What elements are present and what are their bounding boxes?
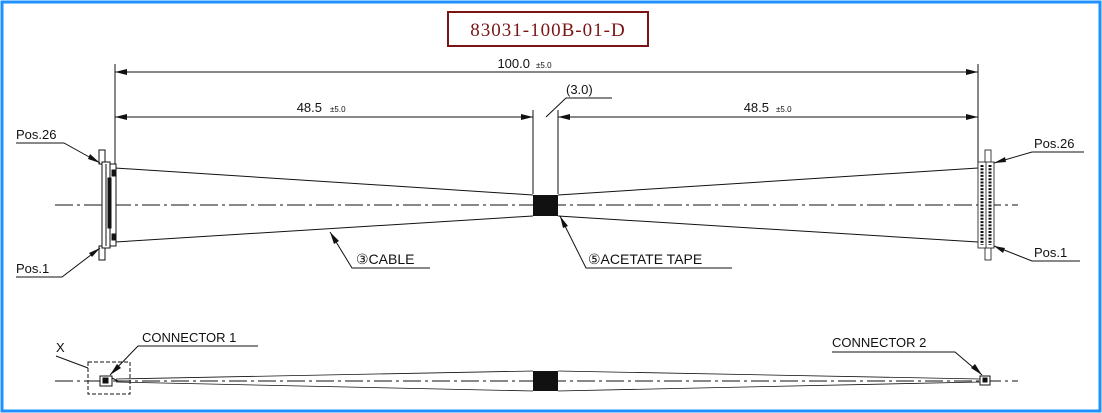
side-cable-outline [115, 370, 981, 392]
cable-callout: ③CABLE [329, 231, 430, 269]
part-number: 83031-100B-01-D [470, 20, 625, 41]
acetate-tape-callout: ⑤ACETATE TAPE [559, 215, 732, 269]
connector1-callout: CONNECTOR 1 [109, 330, 258, 376]
overall-dim-value: 100.0 [497, 56, 530, 71]
right-dimension: 48.5 ±5.0 [558, 100, 978, 120]
overall-dim-tolerance: ±5.0 [536, 61, 552, 70]
detail-x-box [87, 361, 131, 395]
right-dim-value: 48.5 [744, 100, 769, 115]
pos1-left-label: Pos.1 [16, 261, 49, 276]
acetate-tape-block [533, 195, 558, 216]
pos1-right-callout: Pos.1 [993, 245, 1080, 262]
center-dim-value: (3.0) [566, 82, 593, 97]
connector1-label: CONNECTOR 1 [142, 330, 236, 345]
right-dim-tolerance: ±5.0 [776, 105, 792, 114]
pos26-right-label: Pos.26 [1034, 136, 1074, 151]
left-dim-value: 48.5 [297, 100, 322, 115]
right-connector [977, 149, 995, 261]
connector2-label: CONNECTOR 2 [832, 335, 926, 350]
connector2-callout: CONNECTOR 2 [832, 335, 983, 376]
pos1-right-label: Pos.1 [1034, 245, 1067, 260]
side-connector-1 [99, 375, 119, 387]
detail-x-callout: X [55, 340, 89, 369]
side-acetate-tape-block [533, 371, 558, 391]
side-connector-2 [979, 375, 991, 386]
left-dimension: 48.5 ±5.0 [115, 100, 533, 120]
detail-x-label: X [56, 340, 65, 355]
cable-label: ③CABLE [356, 251, 414, 267]
left-dim-tolerance: ±5.0 [330, 105, 346, 114]
acetate-tape-label: ⑤ACETATE TAPE [588, 251, 702, 267]
pos26-left-label: Pos.26 [16, 127, 56, 142]
part-number-box [447, 11, 649, 47]
left-connector [98, 149, 117, 261]
overall-dimension: 100.0 ±5.0 [115, 56, 978, 75]
pos1-left-callout: Pos.1 [16, 247, 101, 278]
cable-outline [114, 167, 979, 243]
center-dimension: (3.0) [545, 82, 612, 118]
pos26-right-callout: Pos.26 [993, 136, 1084, 164]
pos26-left-callout: Pos.26 [16, 127, 101, 164]
